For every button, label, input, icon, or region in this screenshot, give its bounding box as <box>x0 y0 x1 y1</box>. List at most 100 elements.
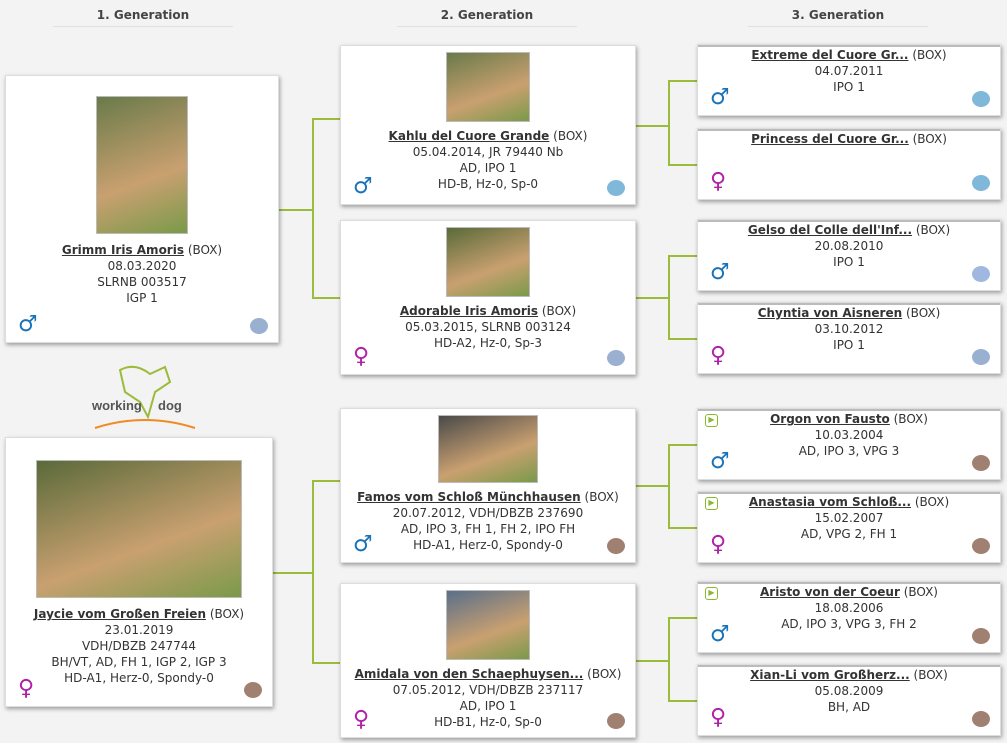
dog-photo[interactable] <box>446 590 530 660</box>
dog-name-link[interactable]: Extreme del Cuore Gr... <box>751 48 909 62</box>
dog-name-link[interactable]: Orgon von Fausto <box>770 412 890 426</box>
female-icon: ♀ <box>710 343 727 368</box>
gen3-dog-card[interactable]: Gelso del Colle dell'Inf... (BOX)20.08.2… <box>697 219 1001 291</box>
slrnb-logo <box>607 350 625 366</box>
breed: (BOX) <box>903 585 938 599</box>
male-icon: ♂ <box>353 532 373 557</box>
boxer-club-logo <box>972 455 990 471</box>
gen2-dog-card[interactable]: Amidala von den Schaephuysen... (BOX)07.… <box>340 583 636 738</box>
breed: (BOX) <box>912 132 947 146</box>
dog-info-line: SLRNB 003517 <box>97 275 187 289</box>
dog-name-link[interactable]: Kahlu del Cuore Grande <box>388 129 550 143</box>
breed: (BOX) <box>893 412 928 426</box>
dog-photo[interactable] <box>698 129 1000 131</box>
pedigree-connector <box>636 297 668 299</box>
dog-photo[interactable] <box>698 45 1000 47</box>
dog-name-link[interactable]: Princess del Cuore Gr... <box>751 132 909 146</box>
dog-name-link[interactable]: Amidala von den Schaephuysen... <box>354 667 584 681</box>
dog-photo[interactable] <box>96 96 188 234</box>
pedigree-connector <box>636 660 668 662</box>
dog-info-line: 03.10.2012 <box>814 322 884 336</box>
dog-info-line: BH/VT, AD, FH 1, IGP 2, IGP 3 <box>51 655 227 669</box>
female-icon: ♀ <box>710 169 727 194</box>
kss-logo <box>607 180 625 196</box>
pedigree-connector <box>312 118 314 299</box>
breed: (BOX) <box>584 490 619 504</box>
gen2-dog-card[interactable]: Famos vom Schloß Münchhausen (BOX)20.07.… <box>340 408 636 563</box>
gen3-dog-card[interactable]: Princess del Cuore Gr... (BOX) ♀ <box>697 128 1001 200</box>
dog-info-line: HD-A1, Herz-0, Spondy-0 <box>413 538 563 552</box>
pedigree-connector <box>668 617 697 619</box>
dog-info-line: 07.05.2012, VDH/DBZB 237117 <box>392 683 584 697</box>
dog-info-line: 23.01.2019 <box>104 623 174 637</box>
dog-info-line: 18.08.2006 <box>814 601 884 615</box>
breed: (BOX) <box>587 667 622 681</box>
male-icon: ♂ <box>710 622 730 647</box>
boxer-club-logo <box>972 538 990 554</box>
breed: (BOX) <box>913 668 948 682</box>
dog-photo[interactable] <box>698 665 1000 667</box>
dog-photo[interactable] <box>698 303 1000 305</box>
gen3-dog-card[interactable]: ▶Anastasia vom Schloß... (BOX)15.02.2007… <box>697 491 1001 563</box>
dog-name-link[interactable]: Gelso del Colle dell'Inf... <box>747 223 913 237</box>
boxer-club-logo <box>607 713 625 729</box>
dog-info-line: 20.08.2010 <box>814 239 884 253</box>
dog-name-link[interactable]: Jaycie vom Großen Freien <box>33 607 206 621</box>
dog-photo[interactable] <box>698 220 1000 222</box>
dog-photo[interactable] <box>446 52 530 122</box>
dog-info-line: HD-A2, Hz-0, Sp-3 <box>434 336 542 350</box>
kss-logo <box>972 91 990 107</box>
video-play-icon[interactable]: ▶ <box>705 497 718 510</box>
boxer-club-logo <box>607 538 625 554</box>
video-play-icon[interactable]: ▶ <box>705 414 718 427</box>
pedigree-connector <box>636 125 668 127</box>
kss-logo <box>972 175 990 191</box>
female-icon: ♀ <box>353 344 370 369</box>
boxer-club-logo <box>244 682 262 698</box>
dog-name-link[interactable]: Aristo von der Coeur <box>759 585 900 599</box>
dog-photo[interactable] <box>36 460 242 598</box>
dog-name-link[interactable]: Famos vom Schloß Münchhausen <box>357 490 581 504</box>
dog-info-line: 20.07.2012, VDH/DBZB 237690 <box>392 506 584 520</box>
pedigree-connector <box>312 480 340 482</box>
dog-name-link[interactable]: Grimm Iris Amoris <box>61 243 184 257</box>
dog-info-line: HD-A1, Herz-0, Spondy-0 <box>64 671 214 685</box>
slrnb-logo <box>972 349 990 365</box>
dog-info-line: AD, IPO 1 <box>459 161 517 175</box>
dog-name-link[interactable]: Xian-Li vom Großherz... <box>750 668 910 682</box>
pedigree-connector <box>636 485 668 487</box>
enci-logo <box>972 266 990 282</box>
dog-photo[interactable] <box>698 492 1000 494</box>
dog-info-line: HD-B, Hz-0, Sp-0 <box>437 177 539 191</box>
video-play-icon[interactable]: ▶ <box>705 587 718 600</box>
dog-name-link[interactable]: Anastasia vom Schloß... <box>748 495 912 509</box>
dog-info-line: 10.03.2004 <box>814 428 884 442</box>
gen2-dog-card[interactable]: Kahlu del Cuore Grande (BOX)05.04.2014, … <box>340 45 636 205</box>
boxer-club-logo <box>972 628 990 644</box>
female-icon: ♀ <box>710 705 727 730</box>
dog-photo[interactable] <box>698 409 1000 411</box>
pedigree-connector <box>668 527 697 529</box>
dog-info-line: AD, IPO 3, VPG 3 <box>798 444 900 458</box>
dog-info-line: 05.04.2014, JR 79440 Nb <box>412 145 564 159</box>
pedigree-connector <box>668 80 697 82</box>
dog-photo[interactable] <box>438 415 538 483</box>
pedigree-connector <box>668 80 670 166</box>
female-icon: ♀ <box>353 707 370 732</box>
dog-info-line: IPO 1 <box>833 80 865 94</box>
pedigree-connector <box>668 338 697 340</box>
dog-name-link[interactable]: Adorable Iris Amoris <box>399 304 539 318</box>
dog-name-link[interactable]: Chyntia von Aisneren <box>757 306 903 320</box>
gen2-dog-card[interactable]: Adorable Iris Amoris (BOX)05.03.2015, SL… <box>340 220 636 375</box>
dog-photo[interactable] <box>446 227 530 297</box>
dog-info-line: BH, AD <box>827 700 871 714</box>
gen1-dog-card[interactable]: Jaycie vom Großen Freien (BOX) 23.01.2019… <box>5 437 273 707</box>
dog-photo[interactable] <box>698 582 1000 584</box>
breed: (BOX) <box>209 607 245 621</box>
